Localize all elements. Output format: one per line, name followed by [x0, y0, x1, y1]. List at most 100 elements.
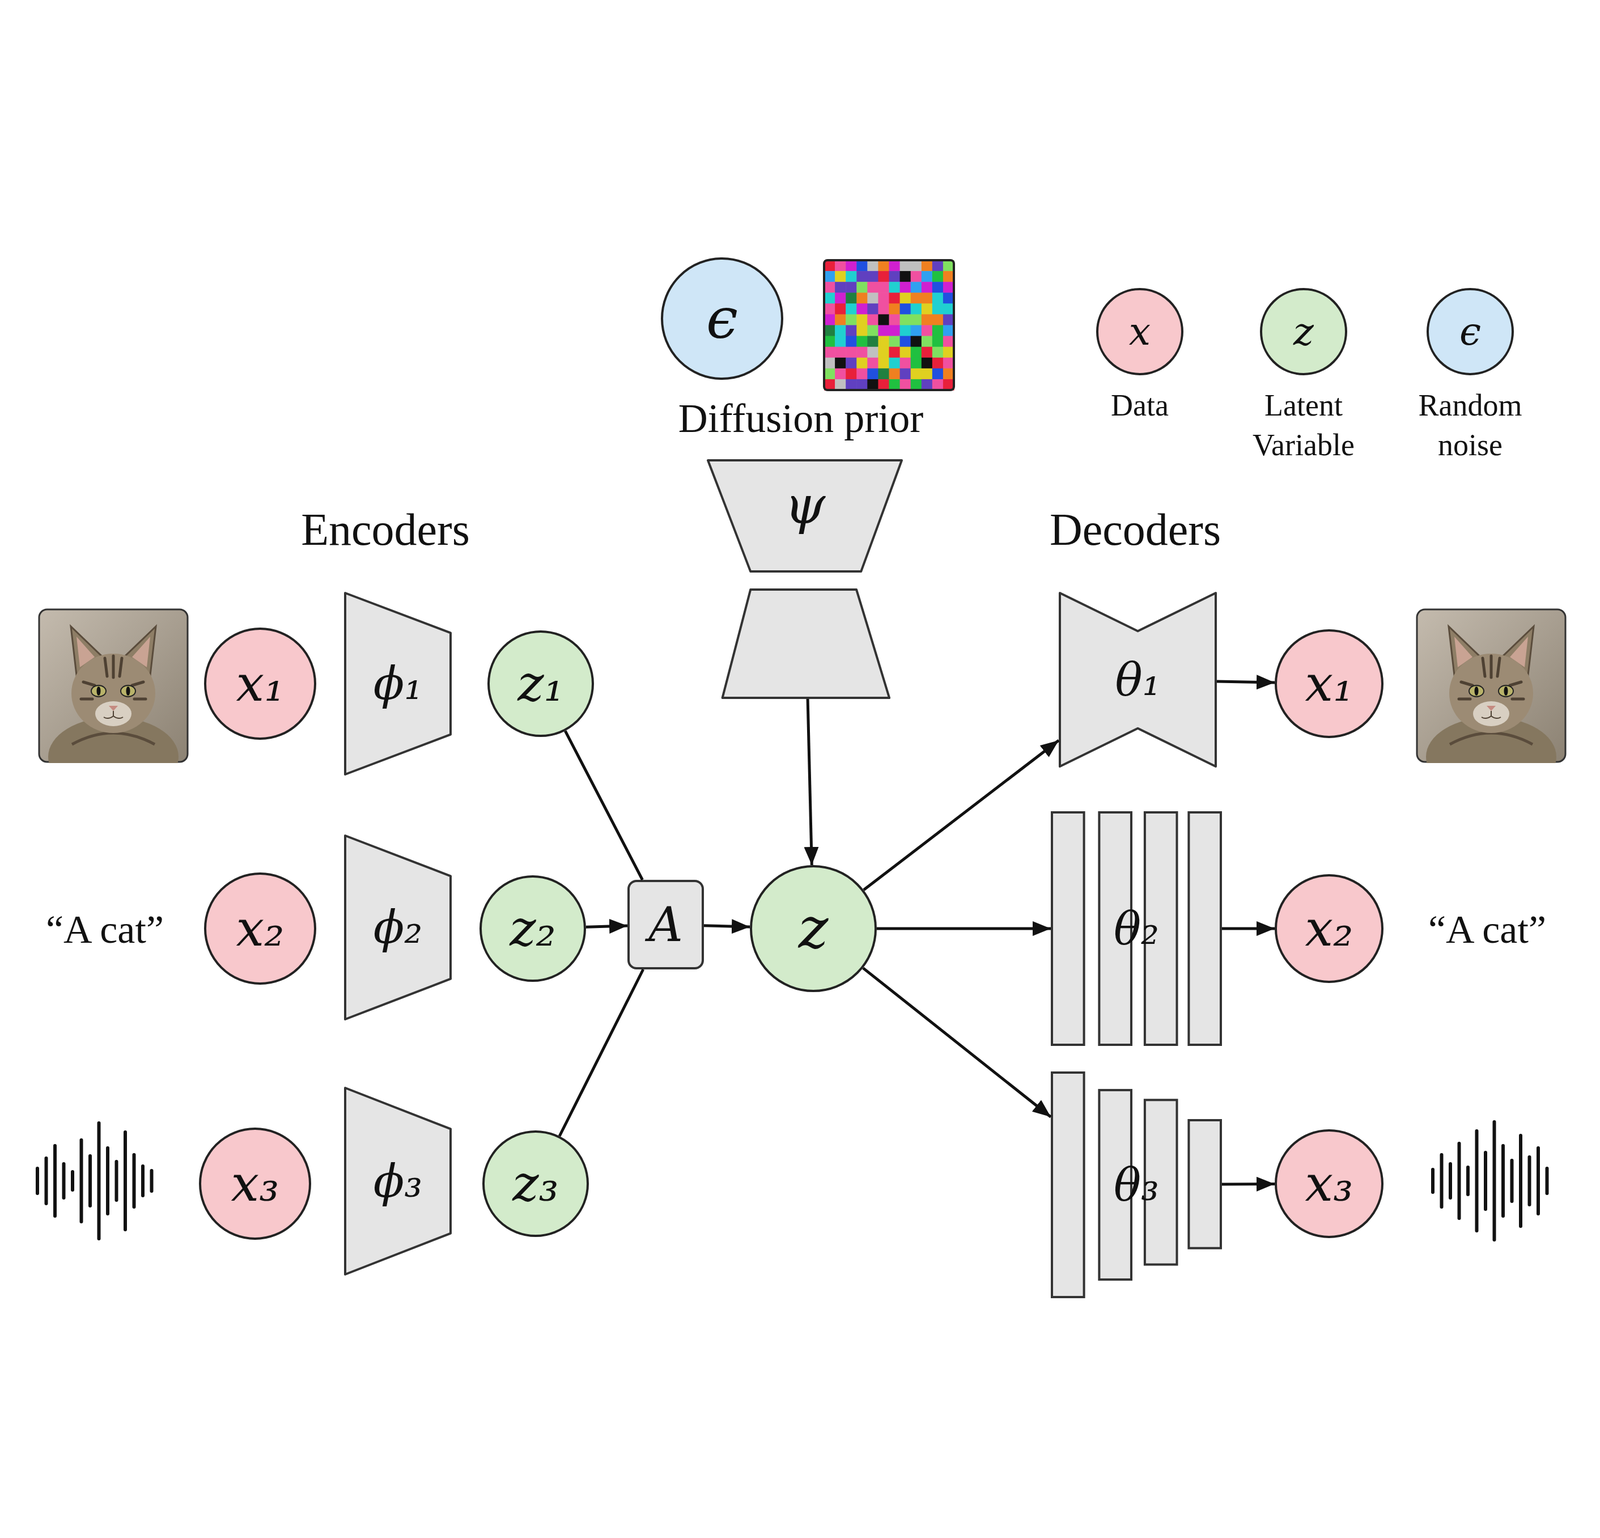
noise-pixel [910, 303, 923, 315]
noise-pixel [900, 379, 912, 391]
noise-pixel [845, 346, 857, 359]
noise-pixel [845, 270, 857, 283]
wave-bar [44, 1157, 49, 1204]
noise-border [824, 260, 954, 390]
noise-pixel [910, 260, 923, 272]
wave-bar [115, 1161, 119, 1200]
noise-pixel [943, 292, 955, 304]
cat-photo [39, 609, 188, 797]
noise-pixel [824, 292, 836, 304]
wave-bar [123, 1131, 127, 1230]
noise-pixel [867, 325, 879, 337]
node-label: x₁ [1305, 658, 1354, 709]
noise-pixel [834, 281, 847, 294]
noise-pixel [867, 368, 879, 380]
noise-pixel [943, 270, 955, 283]
connector-arrow [1221, 927, 1275, 931]
latent-circle: z₂ [479, 875, 587, 982]
noise-pixel [877, 260, 890, 272]
data-circle: x₁ [1274, 629, 1384, 738]
section-heading: Encoders [300, 503, 470, 556]
connector-arrow [586, 925, 628, 927]
noise-pixel [921, 325, 933, 337]
noise-pixel [943, 303, 955, 315]
noise-pixel [921, 281, 933, 294]
encoder-block: ϕ₁ [344, 591, 452, 776]
wave-bar [1466, 1166, 1470, 1195]
noise-pixel [824, 336, 836, 348]
noise-pixel [824, 325, 836, 337]
latent-circle: z₁ [487, 630, 594, 737]
layer-bar [1051, 1072, 1085, 1297]
noise-pixel [910, 336, 923, 348]
noise-pixel [921, 303, 933, 315]
noise-pixel [932, 346, 944, 359]
noise-pixel [900, 292, 912, 304]
shape-outline [1059, 592, 1216, 767]
noise-pixel [856, 270, 868, 283]
noise-pixel [856, 260, 868, 272]
noise-pixel [932, 313, 944, 326]
connector-line [565, 730, 643, 880]
noise-pixel [867, 303, 879, 315]
noise-pixel [834, 368, 847, 380]
noise-pixel [932, 303, 944, 315]
noise-pixel [845, 325, 857, 337]
node-label: x₂ [236, 903, 285, 954]
data-circle: x₂ [1274, 873, 1384, 983]
aggregator-box: A [627, 879, 704, 970]
noise-pixel [900, 346, 912, 359]
noise-pixel [900, 336, 912, 348]
noise-pixel [856, 357, 868, 369]
wave-bar [97, 1122, 101, 1239]
noise-pixel [921, 270, 933, 283]
noise-pixel [845, 281, 857, 294]
wave-bar [105, 1147, 110, 1214]
text-sample: “A cat” [1428, 906, 1547, 953]
wave-bar [150, 1170, 154, 1191]
noise-pixel [824, 313, 836, 326]
noise-pixel [943, 357, 955, 369]
connector-arrow [1216, 681, 1275, 683]
node-label: x₃ [231, 1158, 280, 1209]
noise-pixel [932, 281, 944, 294]
node-label: x₁ [236, 658, 285, 709]
legend-symbol: z [1293, 312, 1314, 351]
noise-pixel [889, 270, 901, 283]
noise-pixel [932, 260, 944, 272]
noise-pixel [877, 325, 890, 337]
noise-pixel [834, 303, 847, 315]
wave-bar [79, 1139, 84, 1222]
noise-pixel [856, 313, 868, 326]
wave-bar [1518, 1135, 1523, 1226]
noise-pixel [943, 325, 955, 337]
noise-pixel [910, 357, 923, 369]
noise-pixel [856, 292, 868, 304]
noise-pixel [877, 346, 890, 359]
node-label: θ₁ [1114, 656, 1161, 703]
noise-pixel [943, 313, 955, 326]
noise-pixel [889, 325, 901, 337]
noise-pixel [856, 336, 868, 348]
node-label: θ₃ [1113, 1161, 1160, 1208]
wave-bar [1528, 1156, 1532, 1205]
wave-bar [1492, 1121, 1497, 1240]
noise-pixel [921, 313, 933, 326]
noise-pixel [824, 303, 836, 315]
noise-pixel [867, 346, 879, 359]
node-label: ϵ [706, 290, 738, 347]
noise-pixel [845, 313, 857, 326]
noise-pixel [856, 281, 868, 294]
wave-bar [132, 1154, 137, 1207]
noise-pixel [889, 292, 901, 304]
layer-bar [1051, 812, 1085, 1045]
wave-bar [1475, 1130, 1479, 1231]
noise-pixel [921, 346, 933, 359]
connector-arrow [876, 927, 1051, 931]
noise-pixel [867, 281, 879, 294]
noise-pixel [889, 379, 901, 391]
wave-bar [1457, 1143, 1462, 1218]
noise-pixel [834, 313, 847, 326]
noise-pixel [921, 336, 933, 348]
decoder-block: θ₁ [1058, 591, 1217, 768]
